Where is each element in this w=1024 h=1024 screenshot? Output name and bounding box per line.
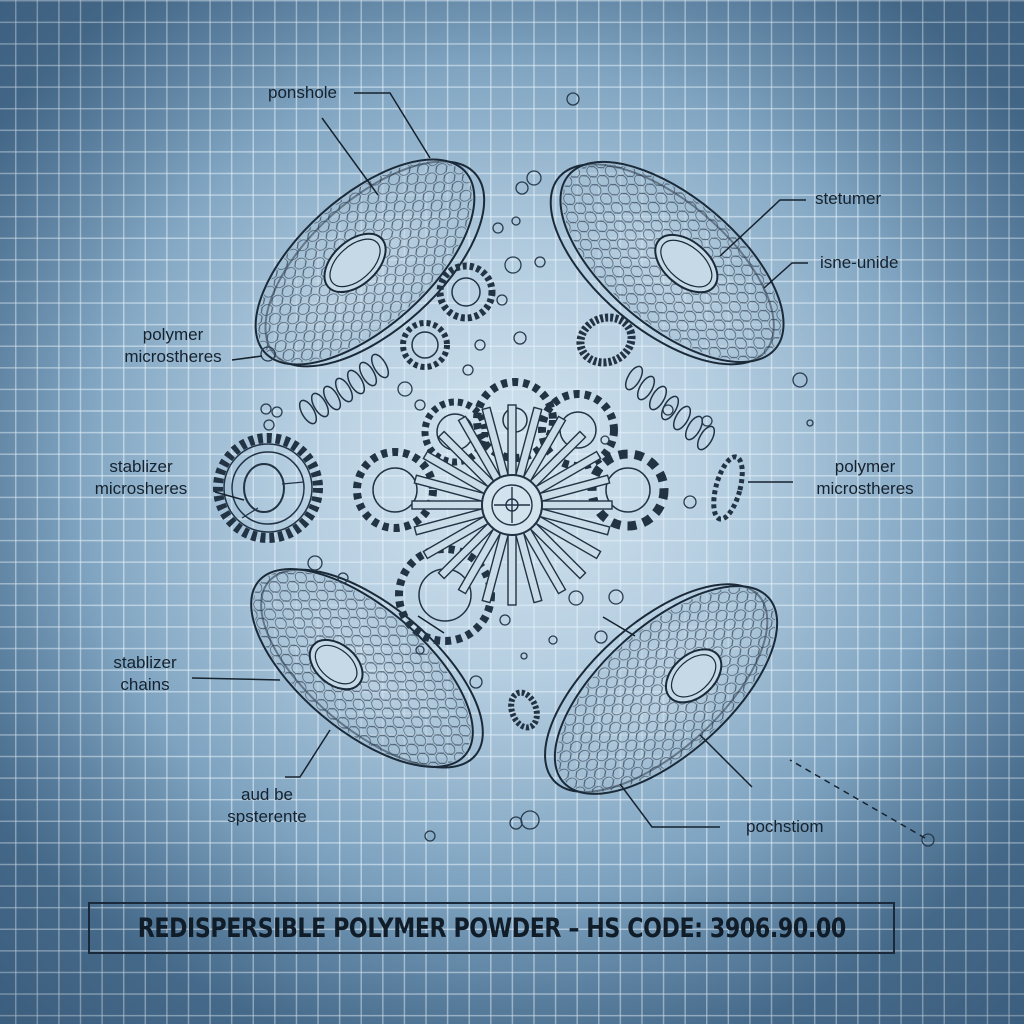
label-polymer-microspheres-left: polymer microstheres bbox=[103, 324, 243, 368]
label-line: aud be bbox=[241, 785, 293, 804]
label-line: microstheres bbox=[124, 347, 222, 366]
spring-left bbox=[298, 353, 390, 425]
disk-top-right bbox=[549, 160, 785, 366]
spring-right bbox=[624, 365, 716, 451]
label-line: microsheres bbox=[94, 479, 188, 498]
label-aud-be-spsterente: aud be spsterente bbox=[212, 784, 322, 828]
disk-bottom-right bbox=[544, 583, 779, 795]
label-line: stablizer bbox=[109, 457, 173, 476]
label-stabilizer-chains: stablizer chains bbox=[100, 652, 190, 696]
small-gear-2 bbox=[400, 320, 450, 370]
label-line: microstheres bbox=[816, 479, 914, 498]
label-line: spsterente bbox=[227, 807, 307, 826]
title-banner: REDISPERSIBLE POLYMER POWDER – HS CODE: … bbox=[88, 902, 895, 954]
bubbles bbox=[260, 92, 935, 847]
disk-top-left bbox=[254, 158, 486, 368]
label-isne-unide: isne-unide bbox=[820, 253, 899, 272]
label-line: polymer bbox=[142, 325, 204, 344]
label-line: polymer bbox=[834, 457, 896, 476]
leader-lines bbox=[191, 92, 926, 839]
label-stabilizer-microspheres: stablizer microsheres bbox=[76, 456, 206, 500]
left-gear bbox=[213, 433, 323, 543]
label-ponshole: ponshole bbox=[268, 83, 338, 102]
label-polymer-microspheres-right: polymer microstheres bbox=[800, 456, 930, 500]
ring-right bbox=[508, 313, 745, 731]
diagram-title: REDISPERSIBLE POLYMER POWDER – HS CODE: … bbox=[137, 912, 846, 944]
small-gear-1 bbox=[436, 262, 496, 322]
central-gear-cluster bbox=[353, 378, 669, 645]
label-pochstiom: pochstiom bbox=[746, 817, 824, 836]
label-line: chains bbox=[120, 675, 170, 694]
label-line: stablizer bbox=[113, 653, 177, 672]
label-stetumer: stetumer bbox=[815, 189, 882, 208]
